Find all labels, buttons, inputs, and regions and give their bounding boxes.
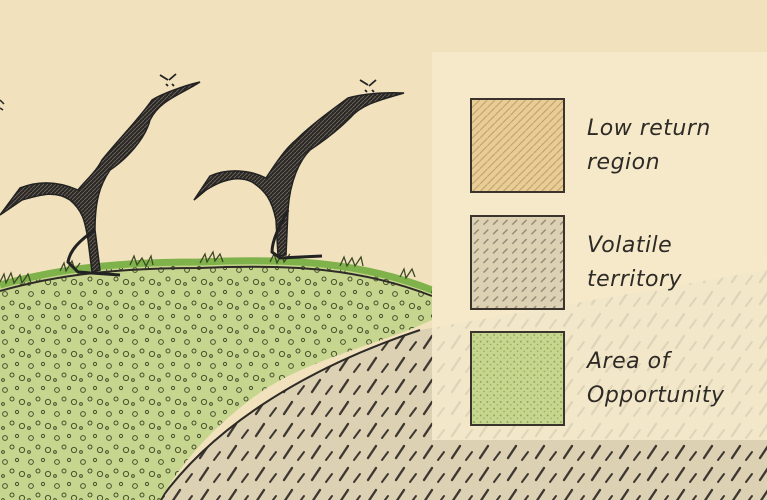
legend-item-volatile: Volatile territory (470, 215, 767, 310)
legend-item-low-return: Low return region (470, 98, 767, 193)
swatch-low-return (470, 98, 565, 193)
legend-label: Volatile territory (587, 232, 683, 292)
partial-figure (0, 99, 5, 111)
bird-figure-left (0, 73, 201, 277)
legend-label: Area of Opportunity (587, 348, 725, 408)
swatch-volatile (470, 215, 565, 310)
legend-panel: Low return region Volatile territory Are… (432, 52, 767, 440)
bird-figure-right (193, 79, 405, 260)
legend-item-opportunity: Area of Opportunity (470, 331, 767, 426)
swatch-opportunity (470, 331, 565, 426)
legend-label: Low return region (587, 115, 711, 175)
